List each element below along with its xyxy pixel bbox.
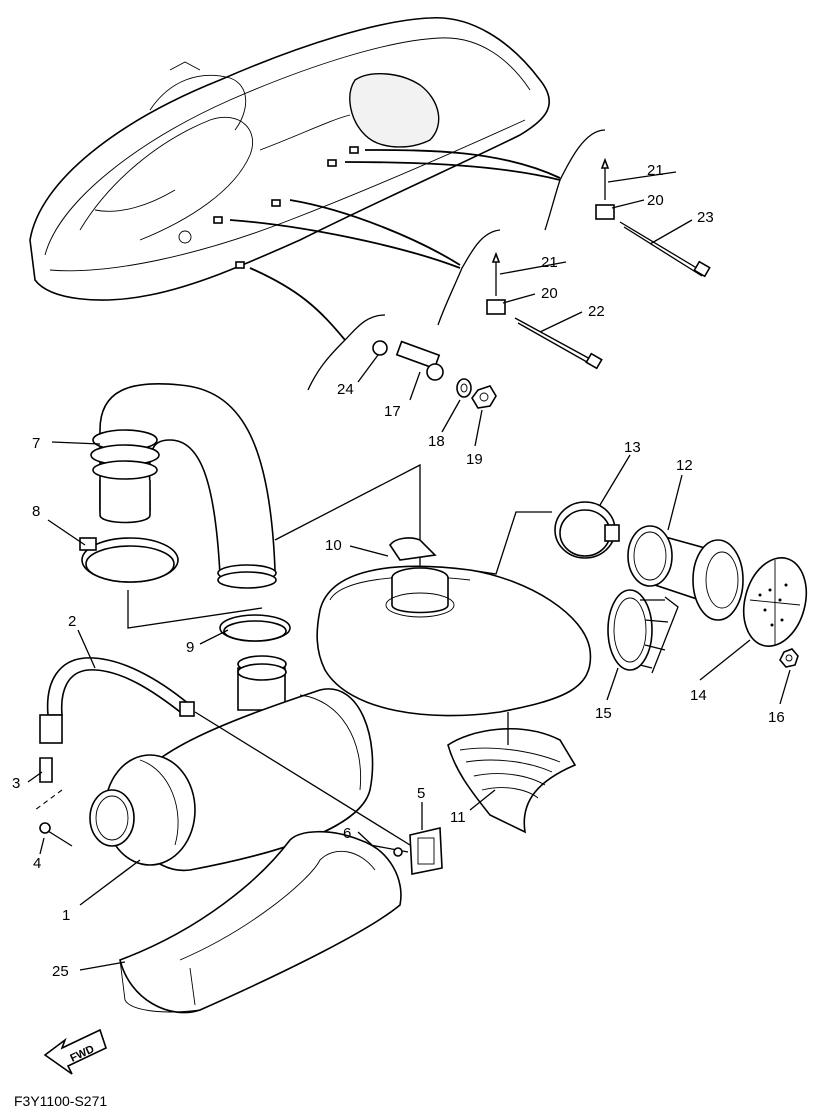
- fastener-set-lower: [486, 251, 603, 370]
- label-part-14: 14: [690, 687, 707, 704]
- mount-arrows: [229, 129, 606, 391]
- label-part-13: 13: [624, 439, 641, 456]
- leader-lines: [27, 171, 791, 971]
- forward-direction-arrow: FWD: [43, 1028, 107, 1075]
- label-part-18: 18: [428, 433, 445, 450]
- label-part-12: 12: [676, 457, 693, 474]
- label-part-16: 16: [768, 709, 785, 726]
- protective-pad: [447, 712, 577, 834]
- label-part-15: 15: [595, 705, 612, 722]
- gasket-plate: [194, 711, 443, 875]
- label-part-4: 4: [33, 855, 41, 872]
- hose-clamp-13: [554, 501, 620, 559]
- mounting-ring-15: [607, 589, 679, 674]
- connector-pipe-12: [627, 525, 744, 621]
- label-part-7: 7: [32, 435, 40, 452]
- label-part-5: 5: [417, 785, 425, 802]
- label-part-22: 22: [588, 303, 605, 320]
- part-labels: 1 2 3 4 5 6 7 8 9 10 11 12 13 14 15 16 1…: [12, 162, 785, 980]
- label-part-3: 3: [12, 775, 20, 792]
- valve-assembly: [372, 340, 497, 409]
- label-part-23: 23: [697, 209, 714, 226]
- label-part-21-lower: 21: [541, 254, 558, 271]
- label-part-2: 2: [68, 613, 76, 630]
- label-part-11: 11: [450, 809, 466, 826]
- label-part-1: 1: [62, 907, 70, 924]
- label-part-21-upper: 21: [647, 162, 664, 179]
- label-part-10: 10: [325, 537, 342, 554]
- diagram-code: F3Y1100-S271: [14, 1093, 107, 1109]
- label-part-20-lower: 20: [541, 285, 558, 302]
- intake-hose: [90, 383, 277, 589]
- label-part-24: 24: [337, 381, 354, 398]
- nut-16: [779, 648, 799, 668]
- label-part-19: 19: [466, 451, 483, 468]
- mesh-plate-14: [742, 557, 808, 647]
- label-part-20-upper: 20: [647, 192, 664, 209]
- resonator-tank: [316, 511, 592, 717]
- bracket-and-bolt: [34, 757, 73, 847]
- label-part-17: 17: [384, 403, 401, 420]
- fastener-set-upper: [595, 157, 711, 278]
- watercraft-hull: [29, 17, 551, 301]
- label-part-8: 8: [32, 503, 40, 520]
- hose-clamp-upper: [79, 537, 179, 583]
- muffler-body: [89, 655, 374, 872]
- label-part-25: 25: [52, 963, 69, 980]
- label-part-9: 9: [186, 639, 194, 656]
- retaining-strap: [39, 657, 195, 744]
- bottom-tray: [119, 830, 402, 1014]
- label-part-6: 6: [343, 825, 351, 842]
- hose-clamp-lower: [219, 614, 291, 642]
